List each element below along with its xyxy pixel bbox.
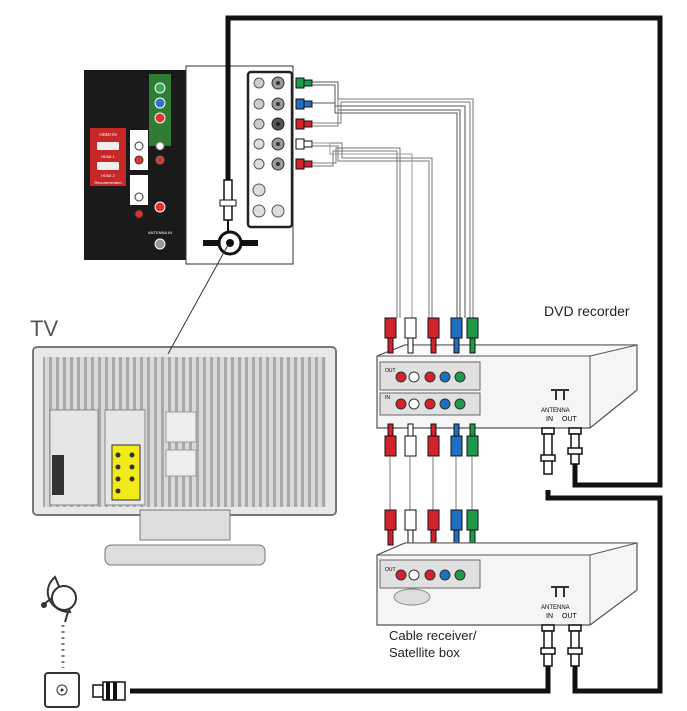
cable-wall-to-box-in — [130, 660, 551, 694]
dvd-recorder-label: DVD recorder — [544, 303, 630, 319]
cable-dvd-in-to-box-out — [545, 490, 663, 694]
svg-text:IN: IN — [385, 395, 390, 401]
tv-set — [32, 244, 337, 566]
box-out-jacks — [395, 569, 466, 581]
svg-text:OUT: OUT — [385, 368, 396, 374]
wall-outlet-icon — [44, 672, 126, 708]
tv-plug-white — [295, 138, 313, 150]
tv-plug-green — [295, 77, 313, 89]
satellite-dish-icon — [41, 575, 77, 623]
dvd-box-plugs — [384, 423, 479, 546]
dvd-antenna-plugs — [540, 427, 583, 475]
component-cables-tv-dvd — [312, 81, 474, 318]
tv-connector-panel-zoom: HDMI IN HDMI 1 HDMI 2 Recommended ANTENN… — [84, 70, 186, 260]
svg-text:OUT: OUT — [562, 613, 578, 620]
dvd-recorder: OUT IN ANTENNA IN OUT — [376, 344, 638, 429]
cable-receiver-label-line2: Satellite box — [389, 645, 460, 660]
svg-text:ANTENNA: ANTENNA — [541, 605, 570, 611]
svg-text:OUT: OUT — [562, 416, 578, 423]
box-antenna-plugs — [540, 624, 583, 667]
tv-jack-column — [252, 76, 285, 218]
svg-text:HDMI 2: HDMI 2 — [101, 173, 115, 178]
svg-text:ANTENNA IN: ANTENNA IN — [148, 230, 172, 235]
cable-receiver-label: Cable receiver/ Satellite box — [389, 627, 509, 661]
svg-text:IN: IN — [546, 416, 553, 423]
dvd-out-jacks — [395, 371, 466, 383]
dvd-in-jacks — [395, 398, 466, 410]
hdmi-block — [90, 128, 126, 186]
tv-plug-red-audio — [295, 158, 313, 170]
cable-receiver-label-line1: Cable receiver/ — [389, 628, 477, 643]
antenna-symbol — [551, 389, 569, 400]
hdmi2-port — [97, 162, 119, 170]
tv-label: TV — [30, 316, 59, 341]
hdmi1-port — [97, 142, 119, 150]
cable-satellite-box: OUT ANTENNA IN OUT — [376, 542, 638, 626]
svg-text:OUT: OUT — [385, 567, 396, 573]
svg-text:HDMI 1: HDMI 1 — [101, 154, 115, 159]
tv-plug-red — [295, 118, 313, 130]
svg-text:Recommended: Recommended — [94, 180, 121, 185]
dvd-top-plugs — [384, 317, 479, 354]
svg-text:ANTENNA: ANTENNA — [541, 408, 570, 414]
tv-jack-zoom-box — [185, 65, 313, 265]
antenna-cables — [130, 15, 663, 694]
cable-tv-to-dvd-out — [225, 15, 663, 488]
tv-plug-blue — [295, 98, 313, 110]
hdmi-in-label: HDMI IN — [99, 132, 116, 137]
svg-text:IN: IN — [546, 613, 553, 620]
